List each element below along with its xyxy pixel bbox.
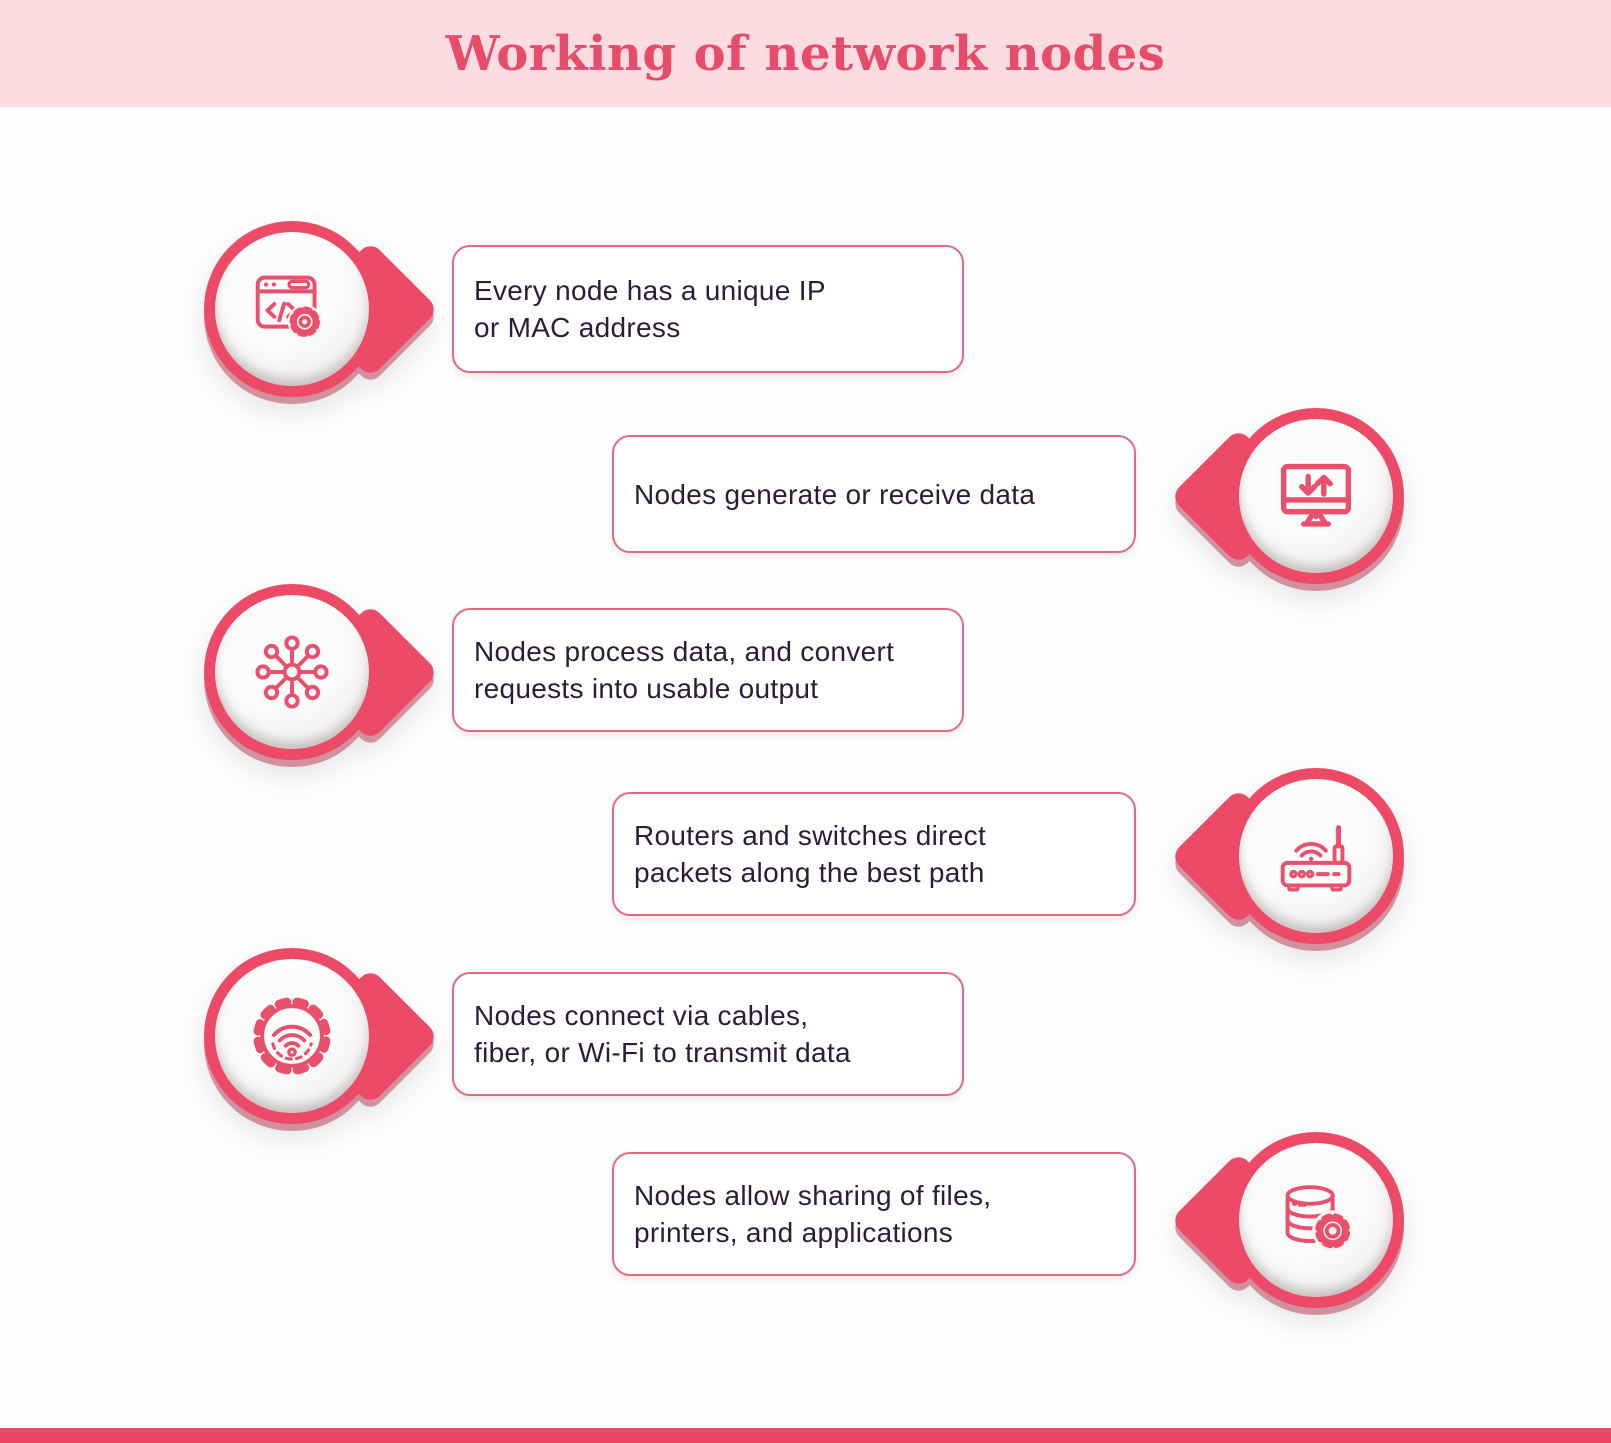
bottom-accent-bar xyxy=(0,1428,1611,1443)
step-4-textbox: Routers and switches direct packets alon… xyxy=(612,792,1136,916)
step-6-icon-badge xyxy=(1169,1132,1404,1308)
step-5-text: Nodes connect via cables, fiber, or Wi-F… xyxy=(474,1000,851,1068)
step-1-icon-badge xyxy=(204,221,439,397)
step-1-textbox: Every node has a unique IP or MAC addres… xyxy=(452,245,964,373)
step-2-text: Nodes generate or receive data xyxy=(634,478,1036,510)
step-4-icon-badge xyxy=(1169,768,1404,944)
step-6-text: Nodes allow sharing of files, printers, … xyxy=(634,1180,992,1248)
header-band: Working of network nodes xyxy=(0,0,1611,107)
page-title: Working of network nodes xyxy=(445,25,1166,82)
code-window-gear-icon xyxy=(255,275,322,339)
icon-badge-circle xyxy=(1228,768,1404,944)
step-2-textbox: Nodes generate or receive data xyxy=(612,435,1136,553)
step-3-icon-badge xyxy=(204,584,439,760)
database-gear-icon xyxy=(1285,1185,1354,1252)
icon-badge-circle xyxy=(1228,1132,1404,1308)
step-2-icon-badge xyxy=(1169,408,1404,584)
wifi-router-icon xyxy=(1280,825,1352,892)
data-transfer-monitor-icon xyxy=(1280,463,1352,527)
step-6-textbox: Nodes allow sharing of files, printers, … xyxy=(612,1152,1136,1276)
gear-wifi-icon xyxy=(253,997,331,1075)
icon-badge-circle xyxy=(204,221,380,397)
step-1-text: Every node has a unique IP or MAC addres… xyxy=(474,275,826,343)
step-5-icon-badge xyxy=(204,948,439,1124)
icon-badge-circle xyxy=(1228,408,1404,584)
step-3-textbox: Nodes process data, and convert requests… xyxy=(452,608,964,732)
icon-badge-circle xyxy=(204,948,380,1124)
step-5-textbox: Nodes connect via cables, fiber, or Wi-F… xyxy=(452,972,964,1096)
step-3-text: Nodes process data, and convert requests… xyxy=(474,636,895,704)
icon-badge-circle xyxy=(204,584,380,760)
network-hub-icon xyxy=(255,635,329,709)
step-4-text: Routers and switches direct packets alon… xyxy=(634,820,987,888)
